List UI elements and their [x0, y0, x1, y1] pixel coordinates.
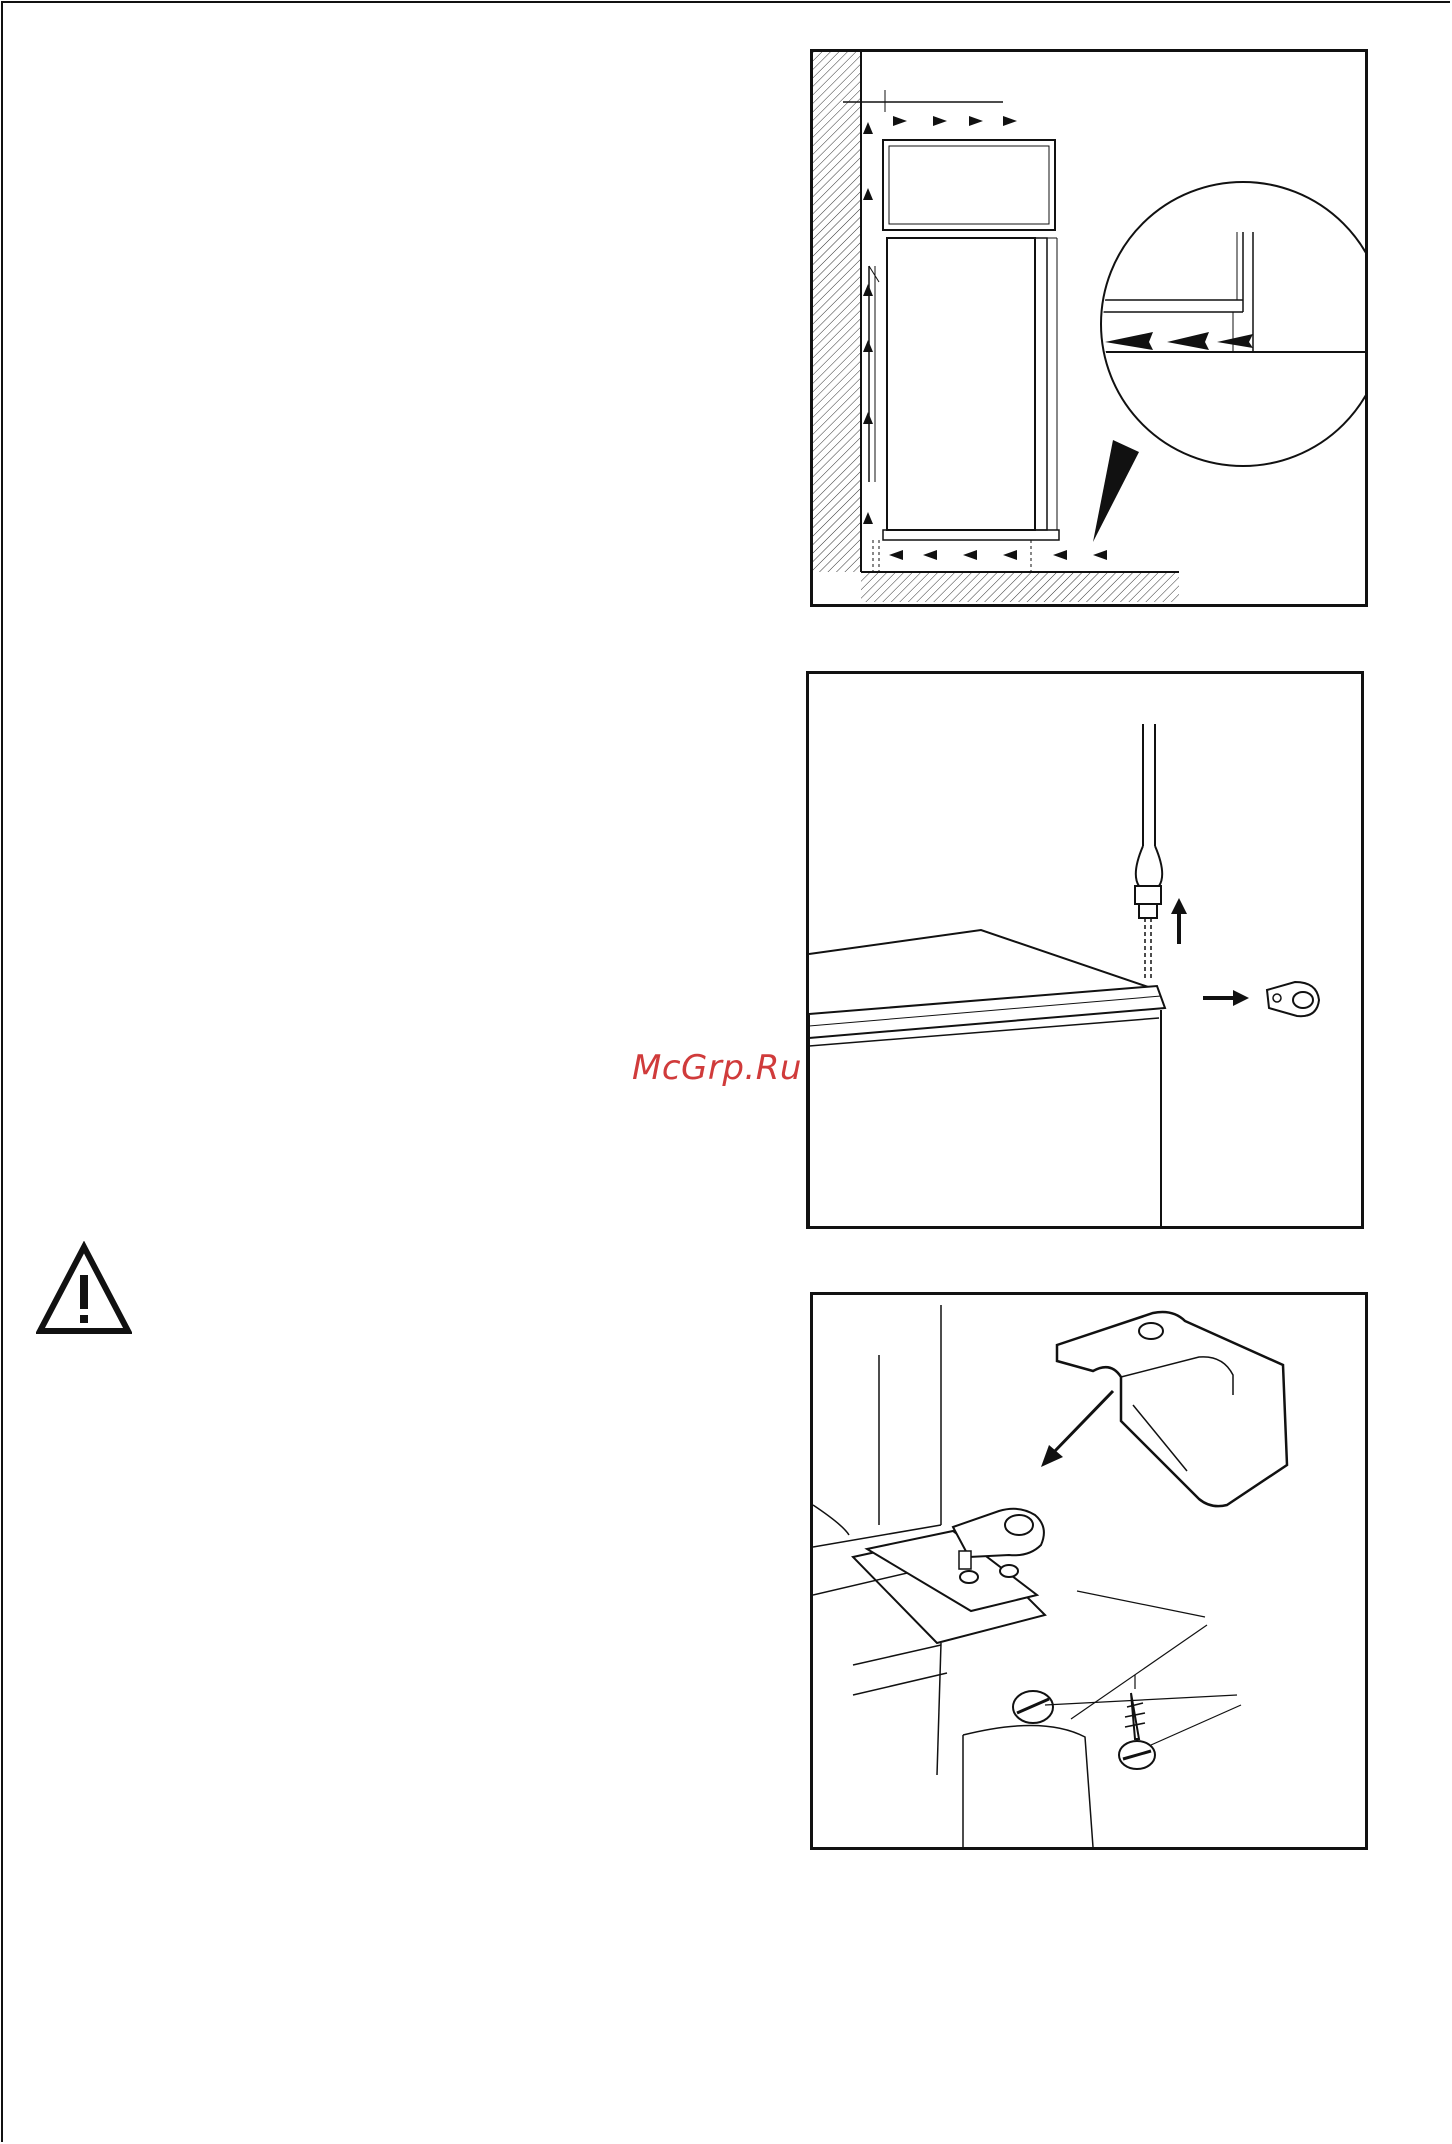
right-arrow-icon: [1233, 990, 1249, 1006]
bottom-airflow-arrows: [889, 550, 1107, 560]
watermark-text: McGrp.Ru: [632, 1048, 802, 1088]
floor-hatch: [861, 572, 1179, 602]
hinge-screw-removal: [806, 671, 1364, 1229]
wall-hatch: [813, 52, 861, 572]
warning-triangle-icon: [36, 1241, 132, 1337]
up-arrow-icon: [1171, 898, 1187, 914]
ventilation-diagram-svg: [813, 52, 1365, 604]
top-airflow-arrows: [893, 116, 1017, 126]
hinge-bracket-assembly: [810, 1292, 1368, 1850]
hinge-screw-removal-svg: [809, 674, 1361, 1226]
rear-airflow-arrows: [863, 122, 873, 524]
ventilation-diagram: [810, 49, 1368, 607]
diagonal-arrow-icon: [1041, 1445, 1063, 1467]
hinge-bracket-assembly-svg: [813, 1295, 1365, 1847]
